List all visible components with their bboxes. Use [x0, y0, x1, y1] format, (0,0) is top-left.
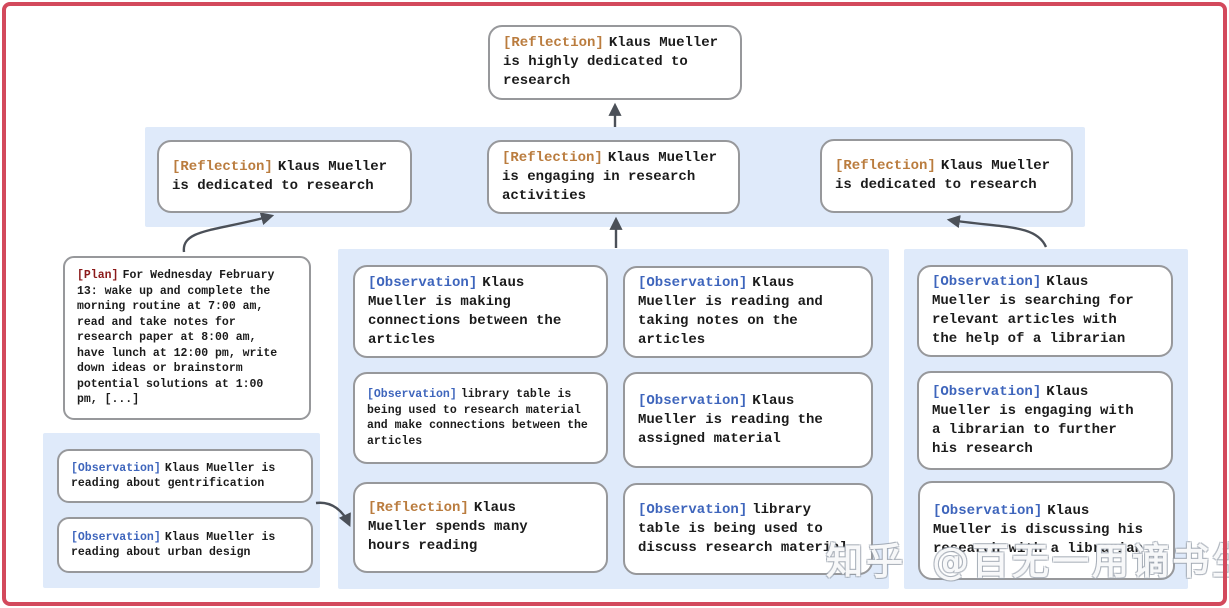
node-text: Klaus Mueller is dedicated to research: [172, 158, 388, 194]
node-text: Klaus Mueller is reading about gentrific…: [71, 461, 276, 491]
arrow-right-to-tier2-right: [946, 214, 1048, 248]
node-text: Klaus Mueller spends many hours reading: [368, 500, 528, 554]
node-text: Klaus Mueller is reading and taking note…: [638, 275, 823, 348]
node-tier2-left: [Reflection]Klaus Mueller is dedicated t…: [157, 140, 412, 213]
node-obs-making-connections: [Observation]Klaus Mueller is making con…: [353, 265, 608, 358]
node-text: library table is being used to discuss r…: [638, 501, 849, 556]
node-text: Klaus Mueller is searching for relevant …: [932, 274, 1134, 347]
node-text: Klaus Mueller is reading the assigned ma…: [638, 392, 823, 447]
node-obs-engaging-librarian: [Observation]Klaus Mueller is engaging w…: [917, 371, 1173, 470]
node-obs-library-table-research: [Observation]library table is being used…: [353, 372, 608, 464]
node-tier2-middle: [Reflection]Klaus Mueller is engaging in…: [487, 140, 740, 214]
observation-tag: [Observation]: [932, 274, 1042, 290]
node-obs-discussing-librarian: [Observation]Klaus Mueller is discussing…: [918, 481, 1175, 580]
node-content: [Reflection]Klaus Mueller is dedicated t…: [835, 157, 1055, 195]
observation-tag: [Observation]: [367, 388, 457, 401]
node-content: [Observation]Klaus Mueller is engaging w…: [932, 383, 1149, 459]
node-content: [Observation]Klaus Mueller is reading an…: [638, 274, 855, 350]
node-content: [Reflection]Klaus Mueller is engaging in…: [502, 149, 722, 206]
node-obs-urban-design: [Observation]Klaus Mueller is reading ab…: [57, 517, 313, 573]
reflection-tag: [Reflection]: [368, 500, 469, 516]
observation-tag: [Observation]: [638, 392, 748, 409]
plan-tag: [Plan]: [77, 269, 119, 283]
arrow-leftobs-to-reflection: [315, 501, 351, 527]
node-content: [Observation]Klaus Mueller is reading ab…: [71, 530, 299, 561]
node-content: [Plan]For Wednesday February 13: wake up…: [77, 268, 283, 408]
reflection-tag: [Reflection]: [172, 158, 273, 175]
observation-tag: [Observation]: [71, 530, 161, 544]
node-obs-gentrification: [Observation]Klaus Mueller is reading ab…: [57, 449, 313, 503]
node-content: [Observation]Klaus Mueller is reading ab…: [71, 461, 299, 492]
node-text: Klaus Mueller is dedicated to research: [835, 158, 1051, 193]
observation-tag: [Observation]: [933, 503, 1043, 519]
node-text: library table is being used to research …: [367, 388, 588, 448]
node-plan: [Plan]For Wednesday February 13: wake up…: [63, 256, 311, 420]
node-tier2-right: [Reflection]Klaus Mueller is dedicated t…: [820, 139, 1073, 213]
node-content: [Observation]Klaus Mueller is making con…: [368, 274, 570, 350]
node-content: [Observation]library table is being used…: [367, 387, 594, 449]
node-text: Klaus Mueller is highly dedicated to res…: [503, 35, 719, 89]
node-text: Klaus Mueller is engaging in research ac…: [502, 149, 718, 204]
node-obs-library-table-discuss: [Observation]library table is being used…: [623, 483, 873, 575]
node-reflection-hours-reading: [Reflection]Klaus Mueller spends many ho…: [353, 482, 608, 573]
node-content: [Observation]Klaus Mueller is discussing…: [933, 502, 1149, 559]
observation-tag: [Observation]: [71, 461, 161, 475]
node-content: [Reflection]Klaus Mueller spends many ho…: [368, 499, 576, 556]
node-root-reflection: [Reflection]Klaus Mueller is highly dedi…: [488, 25, 742, 100]
node-content: [Reflection]Klaus Mueller is highly dedi…: [503, 34, 724, 91]
node-obs-assigned-material: [Observation]Klaus Mueller is reading th…: [623, 372, 873, 468]
reflection-tag: [Reflection]: [502, 149, 603, 166]
node-text: Klaus Mueller is making connections betw…: [368, 274, 562, 348]
observation-tag: [Observation]: [638, 501, 748, 518]
node-obs-taking-notes: [Observation]Klaus Mueller is reading an…: [623, 266, 873, 358]
node-text: Klaus Mueller is engaging with a librari…: [932, 383, 1134, 457]
reflection-tag: [Reflection]: [835, 158, 936, 174]
node-content: [Observation]Klaus Mueller is reading th…: [638, 392, 855, 449]
node-text: Klaus Mueller is reading about urban des…: [71, 530, 276, 560]
observation-tag: [Observation]: [368, 274, 478, 291]
node-text: Klaus Mueller is discussing his research…: [933, 503, 1144, 557]
node-obs-searching-articles: [Observation]Klaus Mueller is searching …: [917, 265, 1173, 357]
node-content: [Observation]library table is being used…: [638, 501, 855, 558]
observation-tag: [Observation]: [638, 275, 748, 291]
node-content: [Reflection]Klaus Mueller is dedicated t…: [172, 158, 394, 196]
arrow-plan-to-tier2-left: [182, 212, 275, 253]
observation-tag: [Observation]: [932, 383, 1042, 400]
node-content: [Observation]Klaus Mueller is searching …: [932, 273, 1149, 349]
node-text: For Wednesday February 13: wake up and c…: [77, 269, 278, 407]
reflection-tag: [Reflection]: [503, 35, 604, 51]
